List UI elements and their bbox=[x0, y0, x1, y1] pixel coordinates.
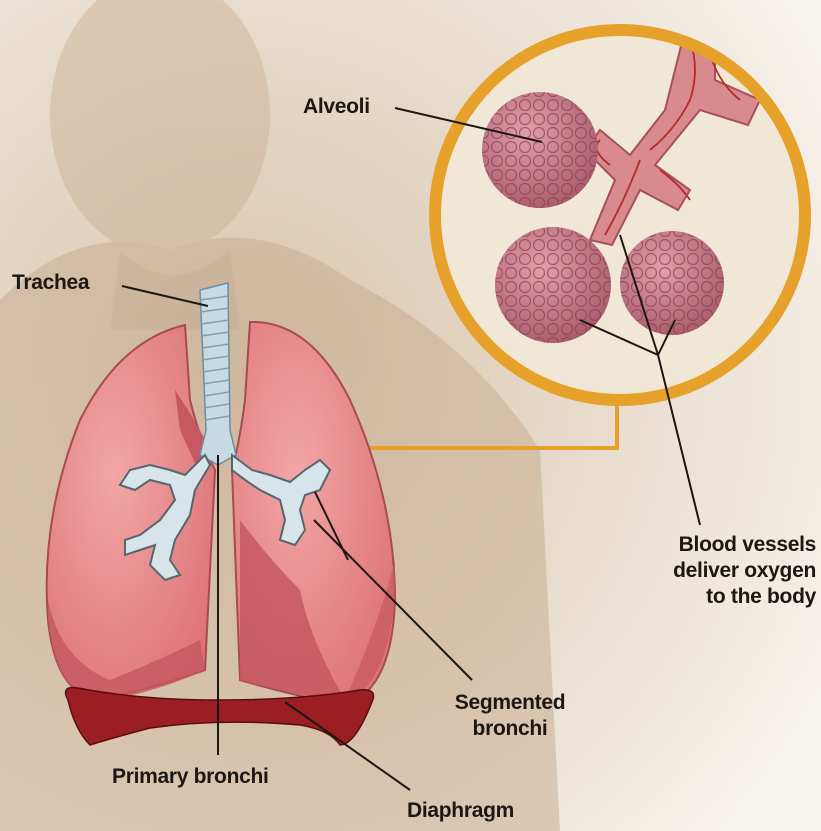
label-diaphragm: Diaphragm bbox=[407, 798, 514, 824]
label-primary-bronchi: Primary bronchi bbox=[112, 764, 269, 790]
label-segmented-bronchi-line-2: bronchi bbox=[430, 716, 590, 742]
alveoli-magnified-view bbox=[435, 30, 805, 400]
label-segmented-bronchi: Segmented bronchi bbox=[430, 690, 590, 742]
label-segmented-bronchi-line-1: Segmented bbox=[430, 690, 590, 716]
label-trachea: Trachea bbox=[12, 270, 89, 296]
alveolar-sac-top bbox=[482, 92, 598, 208]
label-blood-vessels-line-1: Blood vessels bbox=[600, 532, 816, 558]
label-blood-vessels: Blood vessels deliver oxygen to the body bbox=[600, 532, 816, 610]
label-blood-vessels-line-2: deliver oxygen bbox=[600, 558, 816, 584]
label-alveoli: Alveoli bbox=[303, 94, 370, 120]
label-blood-vessels-line-3: to the body bbox=[600, 584, 816, 610]
